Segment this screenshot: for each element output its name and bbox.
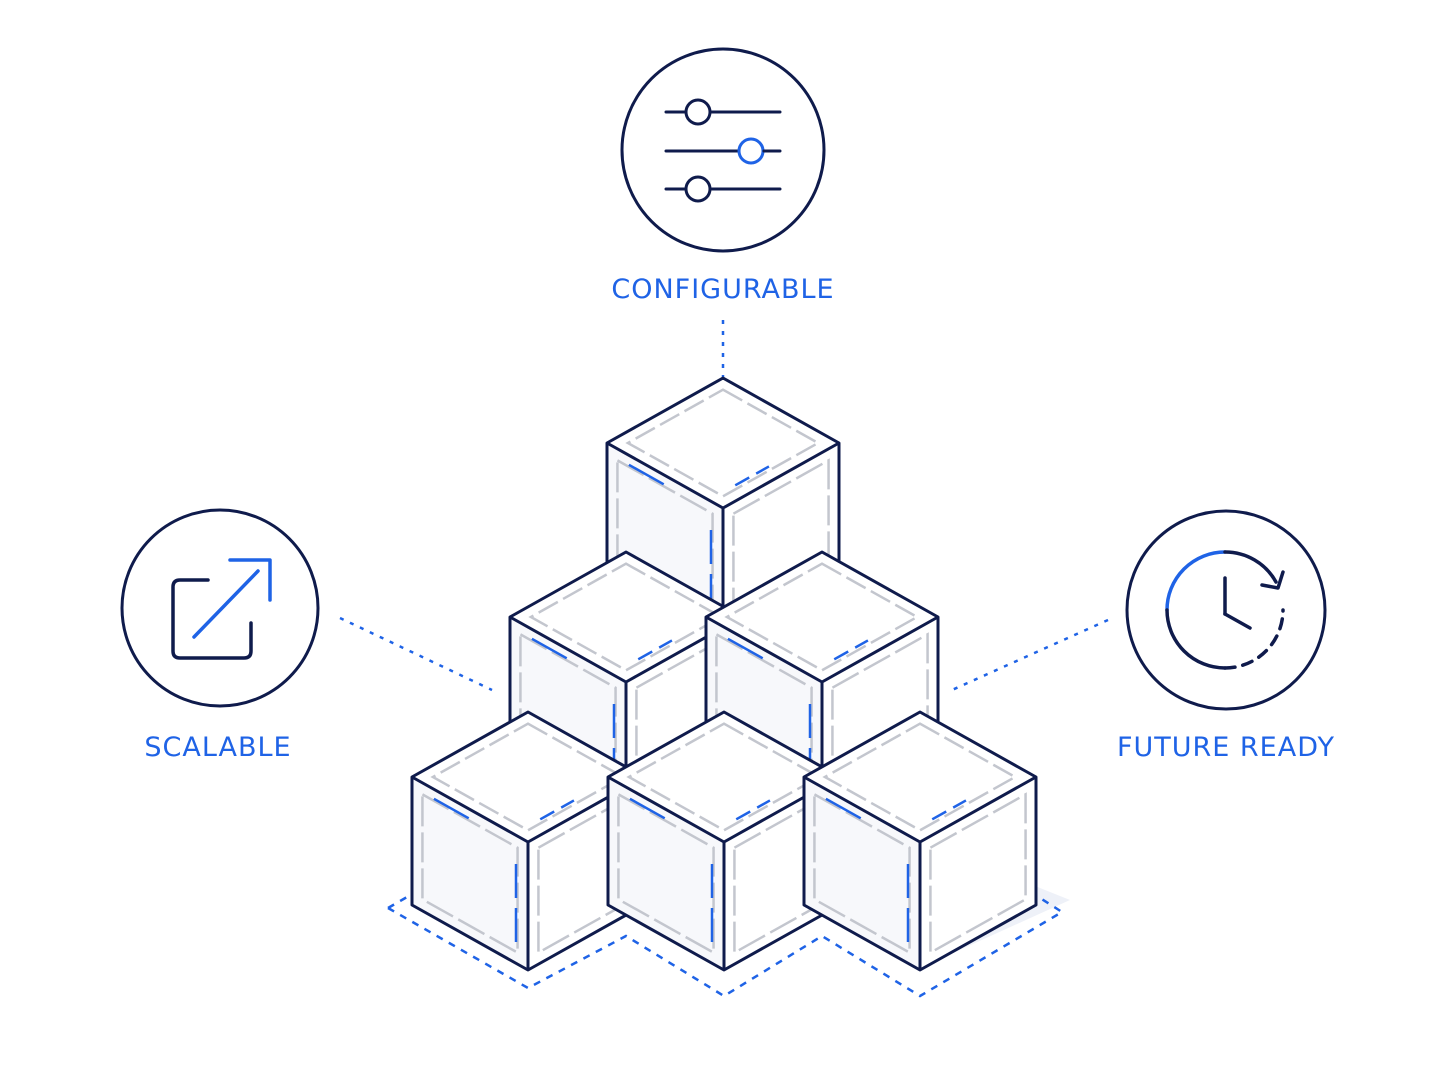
cube-inner-panel [616,458,714,621]
cube-accent-top [637,639,673,661]
cube-inner-panel [421,792,519,955]
scalable-label: SCALABLE [144,732,291,763]
cube-left-face [804,777,920,970]
cube-inner-panel [715,632,813,795]
cube-pyramid [410,376,1038,972]
expand-arrow-icon [171,558,272,660]
cube-inner-panel [626,722,822,832]
cube-accent-top [931,799,967,821]
cube-inner-panel [831,632,929,795]
future-ready-label: FUTURE READY [1117,732,1335,763]
cube-inner-panel [519,632,617,795]
cube-left-face [607,443,723,636]
cube-inner-panel [537,792,635,955]
cube-accent-top [833,639,869,661]
cube-accent-top [735,799,771,821]
configurable-label: CONFIGURABLE [611,274,834,305]
connector-future-ready [951,618,1109,692]
cube-accent-top [539,799,575,821]
floor-dashed-left-end [387,891,415,910]
cube-inner-panel [635,632,733,795]
cube-inner-panel [430,722,626,832]
cube-accent-left [629,797,666,820]
cube-inner-panel [625,388,821,498]
cube-inner-panel [929,792,1027,955]
cube-left-face [412,777,528,970]
cube-accent-left [433,797,470,820]
cube-accent-left [727,637,764,660]
cube-accent-left [531,637,568,660]
cube-accent-left [825,797,862,820]
cube-top [605,376,841,638]
cube-accent-left [628,463,665,486]
future-ready-icon-badge [1125,509,1327,711]
configurable-icon-badge [620,47,826,253]
clock-refresh-icon [1165,550,1285,670]
cube-inner-panel [528,562,724,672]
cube-accent-top [734,465,770,487]
cube-right-face [920,777,1036,970]
cube-left-face [608,777,724,970]
cube-inner-panel [724,562,920,672]
cube-inner-panel [813,792,911,955]
cube-bottom-right [802,710,1038,972]
cube-inner-panel [732,458,830,621]
cube-inner-panel [822,722,1018,832]
cube-bottom-left [410,710,646,972]
cube-inner-panel [617,792,715,955]
cube-inner-panel [733,792,831,955]
cube-right-face [723,443,839,636]
sliders-icon [664,98,782,203]
scalable-icon-badge [120,508,320,708]
connector-scalable [339,616,493,692]
